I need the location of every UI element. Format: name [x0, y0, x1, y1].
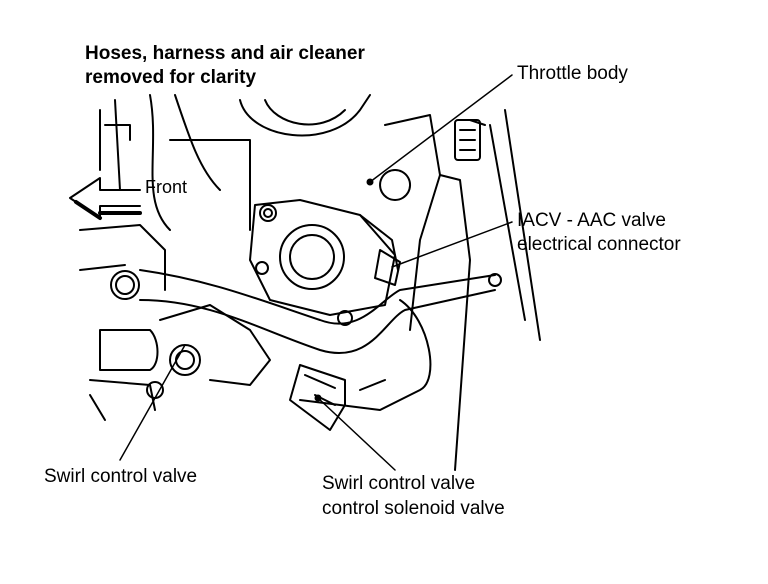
label-iacv-line-1: IACV - AAC valve [517, 210, 666, 231]
label-throttle-body: Throttle body [517, 63, 628, 84]
engine-block-outline [99, 94, 541, 471]
front-arrow-icon [69, 177, 142, 220]
pipe-drawing [139, 269, 502, 411]
solenoid-valve-drawing [289, 364, 386, 431]
leader-dot-throttle [366, 178, 374, 186]
leader-dot-solenoid [314, 394, 322, 402]
throttle-body-drawing [249, 199, 401, 326]
label-swirl-control-valve: Swirl control valve [44, 466, 198, 487]
note-line-1: Hoses, harness and air cleaner [85, 43, 365, 64]
label-solenoid-line-1: Swirl control valve [322, 473, 476, 494]
leader-lines [119, 74, 513, 471]
lower-components-drawing [79, 224, 271, 421]
leader-swirl-valve [119, 344, 186, 461]
leader-throttle-body [369, 74, 513, 183]
label-iacv-line-2: electrical connector [517, 234, 681, 255]
label-solenoid-line-2: control solenoid valve [322, 498, 505, 519]
label-front: Front [145, 177, 188, 197]
leader-solenoid [317, 397, 396, 471]
note-line-2: removed for clarity [85, 67, 257, 88]
leader-iacv [391, 221, 513, 268]
